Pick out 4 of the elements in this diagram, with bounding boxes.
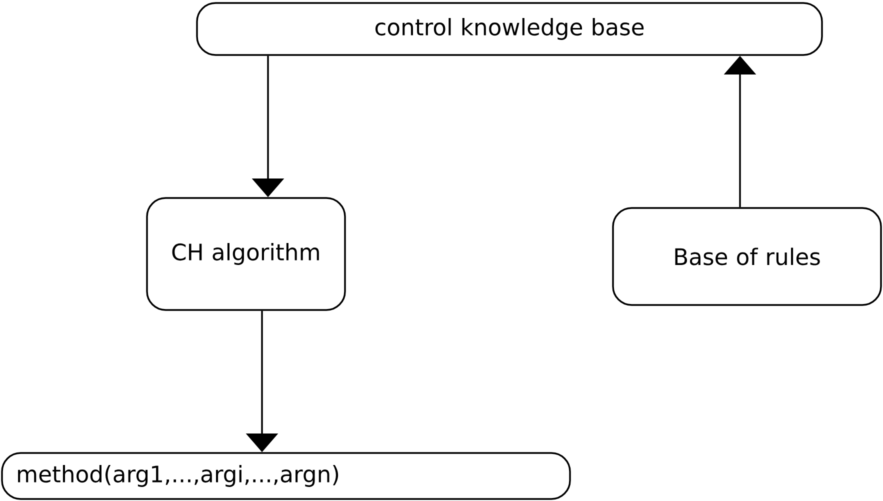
process-box: Base of rules: [612, 207, 882, 306]
process-box: control knowledge base: [196, 2, 823, 56]
process-box: method(arg1,...,argi,...,argn): [1, 452, 571, 500]
process-box: CH algorithm: [146, 197, 346, 311]
